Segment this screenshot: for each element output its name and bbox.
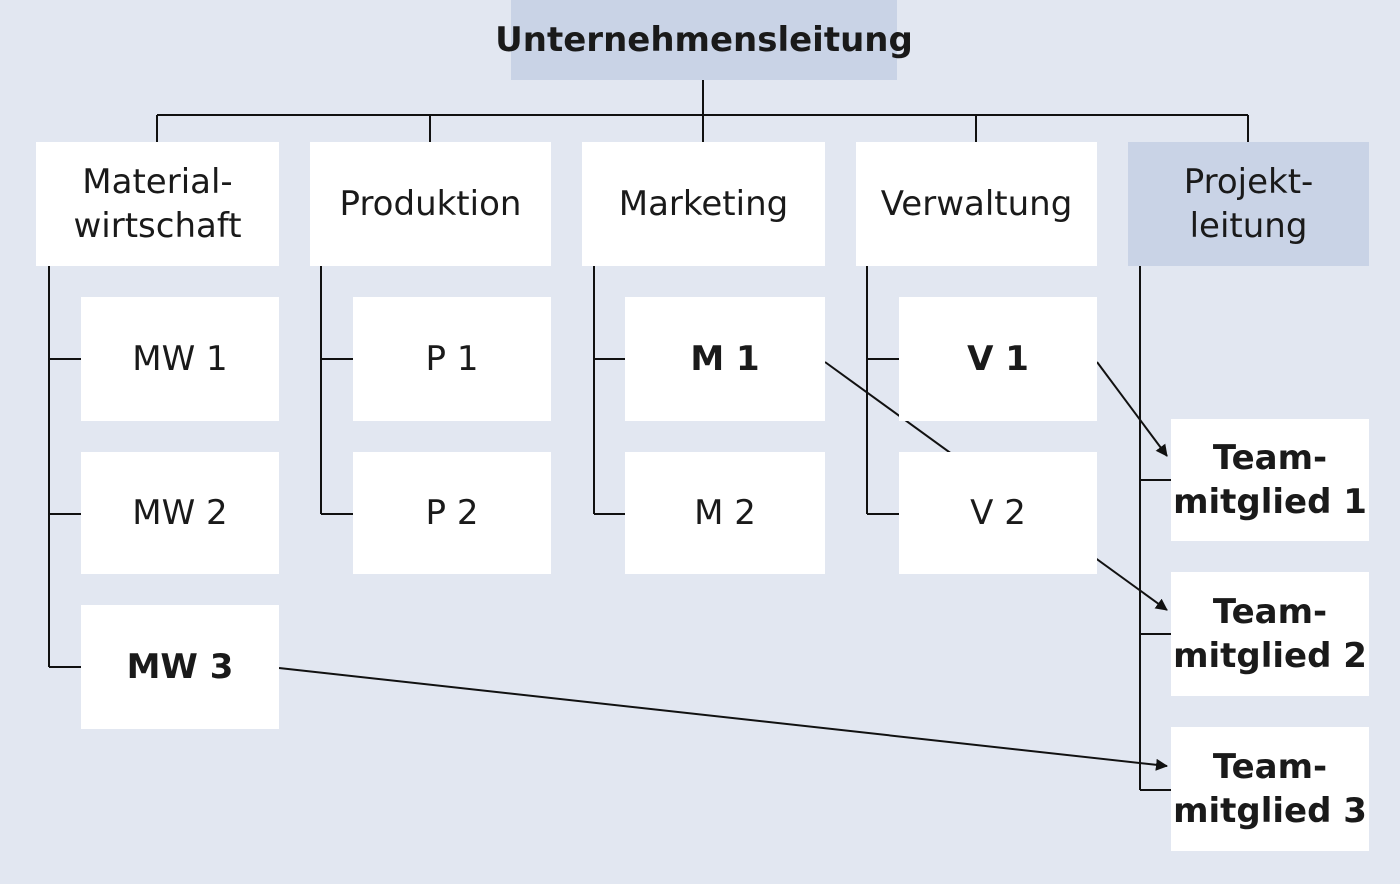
box-m1: M 1 xyxy=(625,297,825,421)
box-mw2: MW 2 xyxy=(81,452,279,574)
box-teammitglied-3: Team- mitglied 3 xyxy=(1171,727,1369,851)
box-projektleitung: Projekt- leitung xyxy=(1128,142,1369,266)
box-mw1: MW 1 xyxy=(81,297,279,421)
arrow-mw3-to-team3 xyxy=(278,667,1168,771)
box-teammitglied-2: Team- mitglied 2 xyxy=(1171,572,1369,696)
box-materialwirtschaft: Material- wirtschaft xyxy=(36,142,279,266)
arrow-v1-to-team1 xyxy=(1096,361,1168,457)
box-m2: M 2 xyxy=(625,452,825,574)
box-verwaltung: Verwaltung xyxy=(856,142,1097,266)
box-p1: P 1 xyxy=(353,297,551,421)
box-teammitglied-1: Team- mitglied 1 xyxy=(1171,419,1369,541)
box-unternehmensleitung: Unternehmensleitung xyxy=(495,0,913,80)
box-p2: P 2 xyxy=(353,452,551,574)
box-marketing: Marketing xyxy=(582,142,825,266)
box-produktion: Produktion xyxy=(310,142,551,266)
box-mw3: MW 3 xyxy=(81,605,279,729)
box-v1: V 1 xyxy=(899,297,1097,421)
box-v2: V 2 xyxy=(899,452,1097,574)
